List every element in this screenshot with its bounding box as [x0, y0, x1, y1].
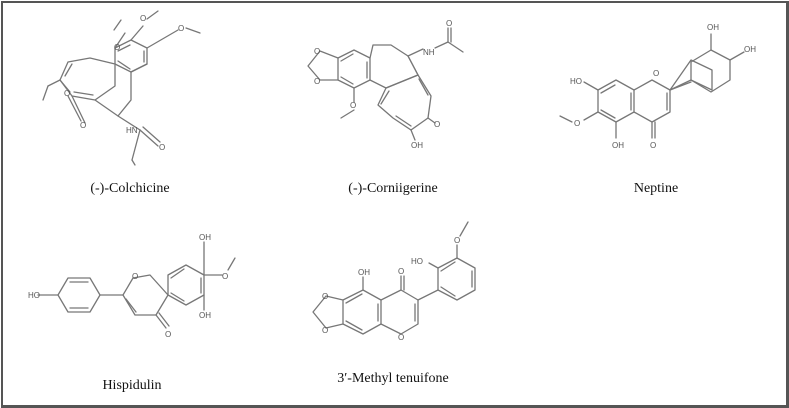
atom-label: O — [64, 89, 70, 98]
neptine-structure: OH OH HO O O OH O — [559, 23, 756, 150]
atom-label: O — [350, 101, 356, 110]
compound-name: (-)-Colchicine — [90, 181, 170, 196]
compound-name: (-)-Corniigerine — [348, 181, 438, 196]
atom-label: O — [80, 121, 86, 130]
atom-label: O — [446, 19, 452, 28]
atom-label: OH — [744, 45, 756, 54]
atom-label: OH — [199, 233, 211, 242]
atom-label: O — [322, 292, 328, 301]
atom-label: O — [653, 69, 659, 78]
atom-label: OH — [358, 268, 370, 277]
compound-corniigerine: O O O NH O O OH (-)-Corniigerine — [263, 0, 526, 200]
atom-label: O — [165, 330, 171, 339]
atom-label: O — [650, 141, 656, 150]
atom-label: O — [132, 272, 138, 281]
corniigerine-structure: O O O NH O O OH — [307, 19, 464, 150]
atom-label: O — [140, 14, 146, 23]
atom-label: O — [398, 267, 404, 276]
methyl-tenuifone-structure: O HO OH O O O O — [312, 221, 476, 342]
atom-label: O — [314, 47, 320, 56]
atom-label: OH — [612, 141, 624, 150]
atom-label: HO — [570, 77, 582, 86]
atom-label: HN — [126, 126, 138, 135]
compound-hispidulin: HO OH O O OH O Hispidulin — [0, 200, 263, 407]
compound-colchicine: O O O O O HN O (-)-Colchicine — [0, 0, 263, 200]
compound-name: 3′-Methyl tenuifone — [337, 371, 449, 386]
colchicine-structure: O O O O O HN O — [42, 10, 201, 166]
atom-label: HO — [28, 291, 40, 300]
compound-name: Neptine — [633, 181, 679, 196]
atom-label: O — [322, 326, 328, 335]
atom-label: NH — [423, 48, 435, 57]
atom-label: O — [454, 236, 460, 245]
atom-label: HO — [411, 257, 423, 266]
atom-label: O — [574, 119, 580, 128]
atom-label: O — [178, 24, 184, 33]
atom-label: O — [114, 43, 120, 52]
atom-label: OH — [707, 23, 719, 32]
atom-label: O — [222, 272, 228, 281]
atom-label: O — [314, 77, 320, 86]
atom-label: O — [434, 120, 440, 129]
compound-methyl-tenuifone: O HO OH O O O O 3′-Methyl tenuifone — [263, 200, 526, 407]
atom-label: O — [159, 143, 165, 152]
atom-label: OH — [411, 141, 423, 150]
compound-neptine: OH OH HO O O OH O Neptine — [526, 0, 789, 200]
atom-label: O — [398, 333, 404, 342]
atom-label: OH — [199, 311, 211, 320]
compound-name: Hispidulin — [102, 378, 162, 393]
hispidulin-structure: HO OH O O OH O — [28, 233, 236, 339]
